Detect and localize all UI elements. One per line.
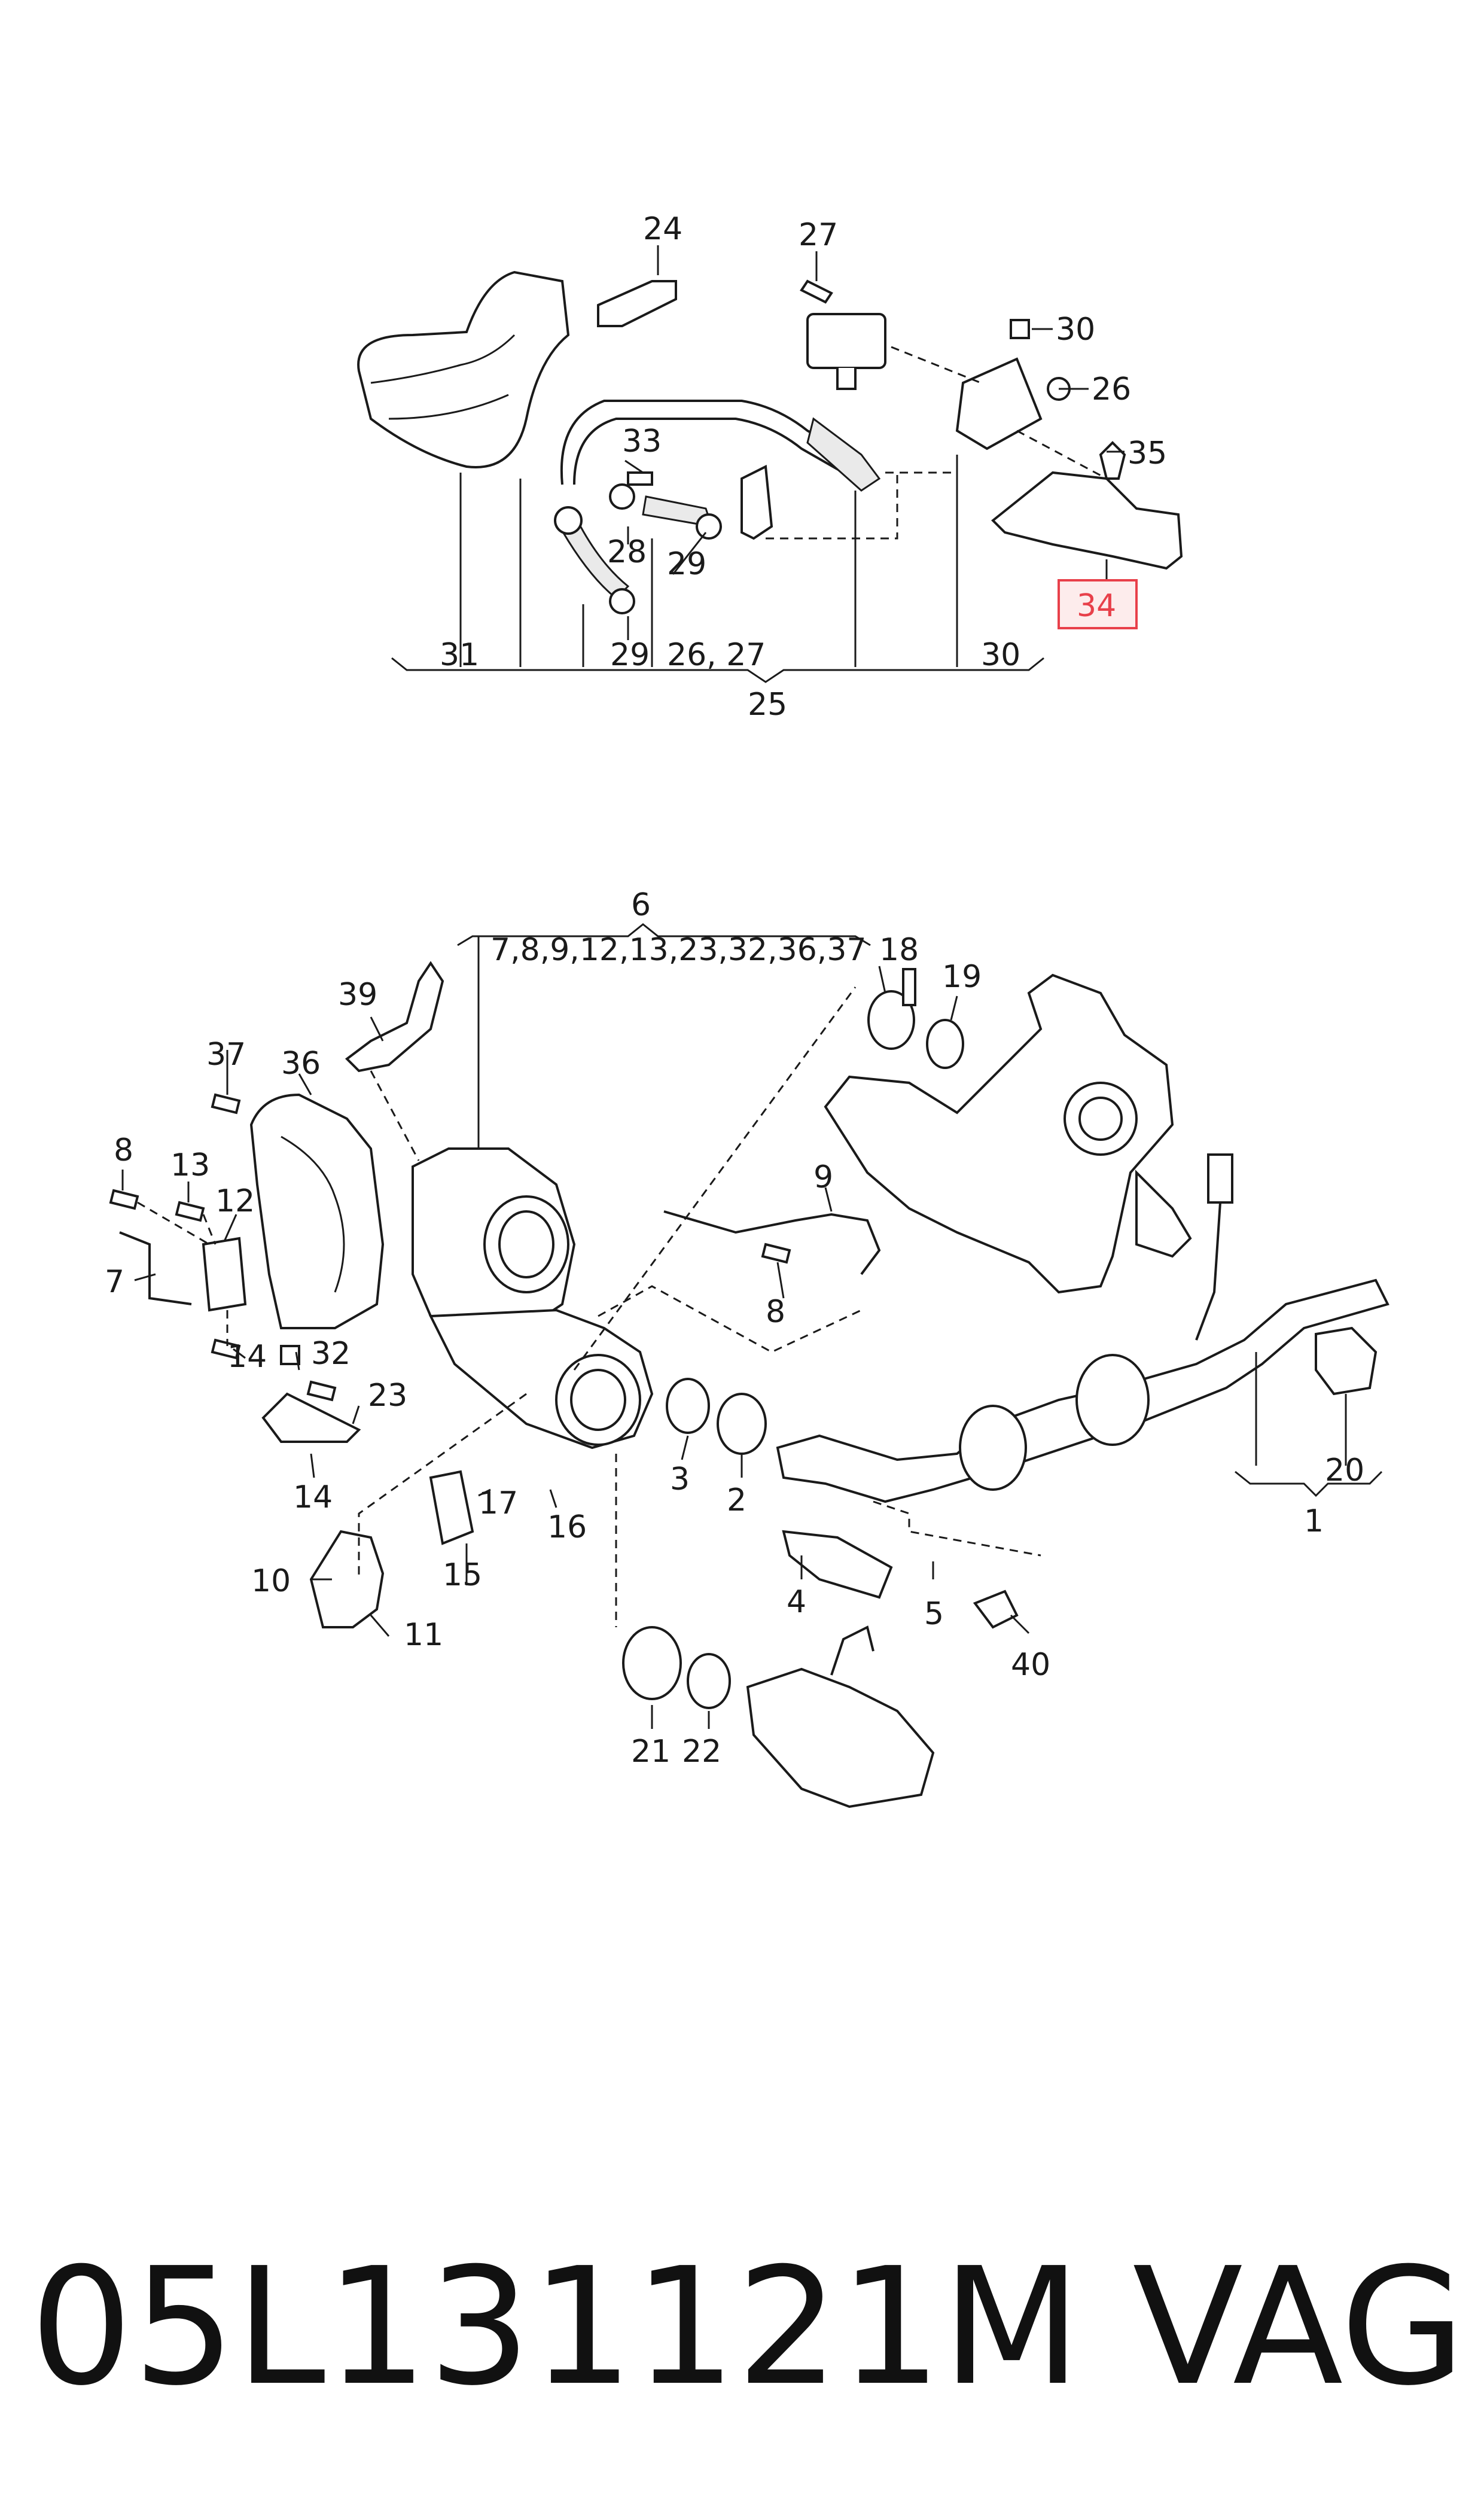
heat-shield-36 [249,1093,385,1329]
callout-29a: 29 [610,637,650,673]
bracket-30 [955,357,1043,450]
group-brace-1 [1235,1470,1383,1497]
callout-3: 3 [670,1462,690,1497]
callout-22: 22 [682,1734,721,1770]
clamp-28 [554,506,583,535]
callout-19: 19 [942,959,982,995]
callout-31: 31 [440,637,479,673]
bracket-12 [202,1237,247,1312]
callout-20: 20 [1325,1453,1364,1488]
gasket-4 [782,1530,893,1599]
callout-1: 1 [1304,1503,1324,1539]
callout-labels: 24 27 30 26 35 33 28 29 29 34 31 26, 27 … [105,211,1364,1770]
bracket-23 [261,1392,361,1443]
callout-8b: 8 [766,1294,785,1330]
callout-32: 32 [311,1336,351,1372]
pipe-9 [663,1210,881,1275]
callout-34-highlight: 34 [1058,579,1138,629]
callout-21: 21 [631,1734,671,1770]
heat-shield-34 [991,471,1183,570]
gasket-3 [666,1378,710,1434]
callout-14a: 14 [227,1339,267,1375]
group-brace-25 [391,657,1044,683]
callout-14b: 14 [293,1479,333,1515]
callout-18: 18 [879,932,919,968]
callout-6: 6 [631,887,651,923]
callout-6-group: 7,8,9,12,13,23,32,36,37 [490,932,867,968]
callout-16: 16 [547,1509,587,1545]
callout-33: 33 [622,424,662,459]
callout-15: 15 [443,1557,482,1593]
callout-13: 13 [170,1147,210,1183]
clip-24 [597,280,677,327]
callout-7: 7 [105,1264,124,1300]
clamp-21 [622,1626,682,1700]
egr-pipe [746,1667,935,1808]
callout-40: 40 [1011,1647,1050,1683]
callout-35: 35 [1128,436,1167,471]
vacuum-pipe [560,400,850,485]
callout-25: 25 [748,687,787,723]
footer: 05L131121M VAG [30,2237,1465,2417]
callout-9: 9 [813,1159,833,1195]
temp-sensor-39 [345,961,444,1073]
clamp-2 [717,1393,767,1455]
callout-30b: 30 [981,637,1020,673]
bracket-15 [429,1470,474,1545]
clamp-29a [609,588,635,614]
heat-shield-10 [309,1530,385,1628]
rubber-mount-20 [1315,1326,1378,1396]
callout-37: 37 [206,1037,246,1073]
callout-5: 5 [924,1596,944,1632]
callout-2: 2 [727,1482,746,1518]
turbo-manifold [824,973,1174,1294]
callout-39: 39 [338,977,377,1013]
callout-23: 23 [368,1378,407,1414]
callout-27: 27 [799,217,838,253]
callout-34: 34 [1077,588,1116,624]
callout-8a: 8 [114,1132,133,1168]
pressure-converter-27 [806,313,886,369]
callout-36: 36 [281,1046,321,1082]
pipe-7 [119,1231,192,1305]
callout-11: 11 [404,1617,443,1653]
callout-17: 17 [479,1485,518,1521]
callout-26a: 26 [1092,372,1131,407]
group-brace-6 [457,923,871,946]
brand-name: VAG [1132,2233,1465,2421]
callout-12: 12 [215,1183,255,1219]
clamp-29b [696,513,722,540]
hose-28 [554,513,630,600]
part-number: 05L131121M [30,2233,1081,2421]
heat-shield-31 [357,270,570,468]
callout-24: 24 [643,211,682,247]
lower-assembly [109,923,1389,1808]
callout-28: 28 [607,534,647,570]
top-assembly [357,245,1183,683]
callout-29b: 29 [667,546,706,582]
gasket-22 [687,1653,731,1709]
callout-10: 10 [251,1563,291,1599]
callout-4: 4 [787,1584,806,1620]
callout-30a: 30 [1056,312,1095,348]
seal-19 [926,1019,964,1069]
callout-26-27: 26, 27 [667,637,766,673]
